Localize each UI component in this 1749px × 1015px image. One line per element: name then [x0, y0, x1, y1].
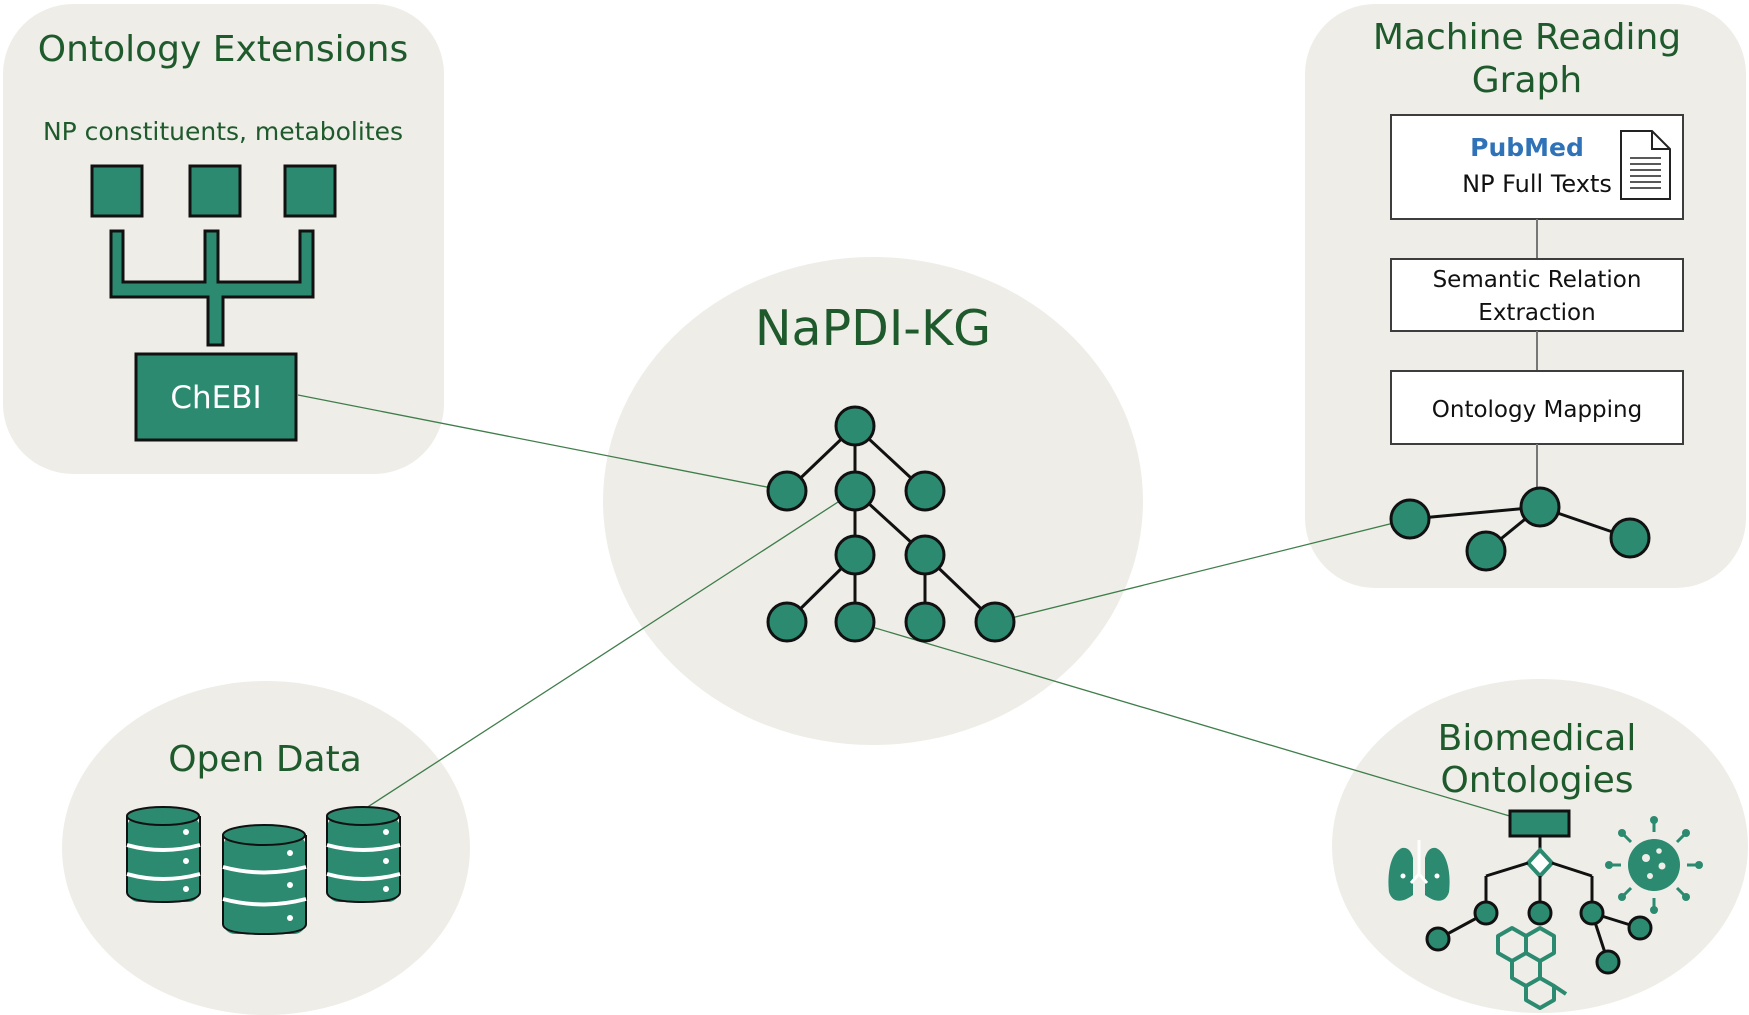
link-open-data-to-kg: [362, 490, 856, 811]
link-chebi-to-kg: [297, 394, 788, 492]
biomedical-node-center: [1527, 900, 1553, 926]
ontology-extension-tree-connector: [109, 229, 315, 347]
link-kg-to-biomedical-ontologies: [854, 621, 1541, 826]
semantic-relation-line1: Semantic Relation: [1433, 267, 1642, 293]
kg-node-right: [904, 470, 946, 512]
mr-node-center: [1519, 486, 1561, 528]
kg-node-level3-left: [834, 534, 876, 576]
ontology-mapping-box: [1390, 370, 1684, 445]
open-data-title: Open Data: [168, 739, 362, 780]
database-icon-left: [126, 806, 201, 904]
chebi-label: ChEBI: [170, 380, 261, 416]
kg-node-leaf-3: [904, 601, 946, 643]
kg-node-root: [834, 405, 876, 447]
kg-node-left: [766, 470, 808, 512]
ontology-extension-node-3: [283, 164, 337, 218]
chebi-box: [134, 352, 298, 442]
biomedical-branch-right: [1551, 861, 1593, 878]
ontology-mapping-label: Ontology Mapping: [1432, 397, 1642, 423]
napdi-kg-tree: [766, 405, 1016, 643]
biomedical-node-right: [1579, 900, 1605, 926]
kg-node-leaf-1: [766, 601, 808, 643]
biomedical-ontologies-title-line1: Biomedical: [1438, 718, 1637, 759]
mr-node-bottom-left: [1465, 530, 1507, 572]
biomedical-ontologies-title-line2: Ontologies: [1440, 760, 1633, 801]
biomedical-node-leaf-right: [1627, 915, 1653, 941]
mr-edge-left-center: [1409, 505, 1541, 521]
np-full-texts-label: NP Full Texts: [1462, 170, 1612, 198]
ontology-extension-node-1: [90, 164, 144, 218]
database-icon-middle: [222, 824, 307, 936]
biomedical-root-node: [1508, 809, 1571, 838]
biomedical-ontology-tree: [1425, 809, 1653, 975]
biomedical-node-leaf-left: [1425, 926, 1451, 952]
lungs-icon: [1388, 840, 1450, 901]
machine-reading-title-line1: Machine Reading: [1373, 17, 1681, 58]
virus-icon: [1605, 816, 1703, 914]
biomedical-node-leaf-bottom-right: [1595, 949, 1621, 975]
mr-node-left: [1389, 498, 1431, 540]
napdi-kg-title: NaPDI-KG: [755, 300, 991, 357]
mr-node-right: [1609, 517, 1651, 559]
kg-node-leaf-4: [974, 601, 1016, 643]
ontology-extensions-title: Ontology Extensions: [38, 29, 408, 70]
document-icon: [1620, 130, 1671, 200]
ontology-extensions-subtitle: NP constituents, metabolites: [43, 117, 403, 146]
machine-reading-mini-graph: [1389, 486, 1651, 572]
biomedical-node-left: [1473, 900, 1499, 926]
ontology-extension-node-2: [188, 164, 242, 218]
molecule-icon: [1496, 926, 1568, 1010]
pubmed-logo: PubMed: [1470, 133, 1584, 162]
kg-node-level3-right: [904, 534, 946, 576]
biomedical-branch-left: [1485, 861, 1529, 878]
machine-reading-title-line2: Graph: [1472, 60, 1582, 101]
semantic-relation-line2: Extraction: [1478, 300, 1595, 326]
kg-node-leaf-2: [834, 601, 876, 643]
database-icon-right: [326, 806, 401, 904]
kg-node-middle: [834, 470, 876, 512]
ontology-extensions-panel: [3, 4, 444, 474]
link-kg-to-machine-reading: [994, 518, 1411, 623]
